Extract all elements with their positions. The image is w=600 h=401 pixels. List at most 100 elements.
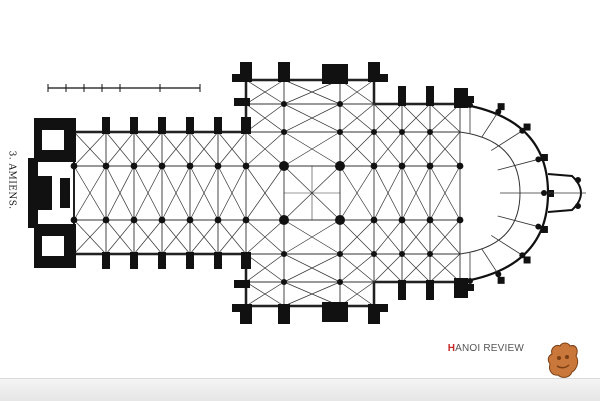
watermark-rest: ANOI REVIEW (455, 343, 524, 354)
pier (242, 162, 250, 170)
diagonal-rib (373, 131, 403, 167)
diagonal-rib (401, 253, 431, 283)
footer-bar (0, 378, 600, 401)
diagonal-rib (105, 219, 135, 255)
central-portal-jamb (60, 178, 70, 208)
buttress (214, 252, 222, 269)
buttress (130, 252, 138, 269)
diagonal-rib (245, 219, 285, 255)
pier (337, 251, 343, 257)
chevet-buttress (467, 96, 474, 103)
choir-buttress (426, 86, 434, 106)
diagonal-rib (339, 79, 375, 105)
transept-buttress (374, 304, 388, 312)
apse-radial-rib (481, 248, 499, 275)
pier (370, 216, 378, 224)
transept-buttress (232, 74, 246, 82)
apse-radial-rib (497, 215, 539, 228)
choir-buttress (426, 280, 434, 300)
buttress (186, 117, 194, 134)
apse-pier (495, 108, 502, 115)
diagonal-rib (373, 253, 403, 283)
diagonal-rib (283, 281, 341, 307)
buttress (158, 252, 166, 269)
diagonal-rib (401, 103, 431, 133)
diagonal-rib (401, 165, 431, 221)
diagonal-rib (133, 219, 163, 255)
pier (102, 216, 110, 224)
apse-chapels (459, 96, 586, 291)
pier (398, 162, 406, 170)
pier (337, 279, 343, 285)
diagonal-rib (429, 219, 461, 255)
diagonal-rib (339, 219, 375, 255)
apse-radial-rib (497, 158, 539, 171)
apse-pier (541, 190, 547, 196)
choir-buttress (454, 88, 468, 108)
choir-buttress (454, 278, 468, 298)
choir-buttress (398, 280, 406, 300)
diagonal-rib (401, 131, 431, 167)
diagonal-rib (283, 253, 341, 283)
pier (158, 162, 166, 170)
diagonal-rib (429, 253, 461, 283)
apse-pier (467, 278, 473, 284)
axial-chapel-pier (575, 203, 581, 209)
pier (130, 216, 138, 224)
diagonal-rib (429, 103, 461, 133)
chevet-buttress (497, 276, 505, 284)
chevet-buttress (523, 123, 531, 131)
pier (427, 251, 433, 257)
diagonal-rib (339, 253, 375, 283)
transept-buttress (278, 62, 290, 82)
diagonal-rib (373, 165, 403, 221)
diagonal-rib (339, 165, 375, 221)
choir-buttress (398, 86, 406, 106)
diagonal-rib (373, 103, 403, 133)
pier (426, 162, 434, 170)
diagonal-rib (245, 281, 285, 307)
diagonal-rib (189, 219, 219, 255)
pier (399, 129, 405, 135)
diagonal-rib (429, 131, 461, 167)
transept-buttress (232, 304, 246, 312)
diagonal-rib (217, 131, 247, 167)
diagonal-rib (105, 131, 135, 167)
pier (281, 279, 287, 285)
pier (337, 101, 343, 107)
diagonal-rib (217, 165, 247, 221)
pier (456, 162, 464, 170)
diagonal-rib (373, 219, 403, 255)
diagonal-rib (401, 219, 431, 255)
pier (281, 129, 287, 135)
pier (371, 251, 377, 257)
pier (214, 216, 222, 224)
apse-radial-rib (490, 130, 523, 151)
buttress (158, 117, 166, 134)
buttress (241, 117, 251, 134)
diagonal-rib (245, 79, 285, 105)
scale-bar (47, 84, 201, 92)
figure-caption: 3. AMIENS. (4, 120, 18, 240)
pier (456, 216, 464, 224)
pier (70, 216, 78, 224)
diagonal-rib (339, 103, 375, 133)
diagonal-rib (283, 219, 341, 255)
apse-pier (495, 271, 502, 278)
pier (281, 101, 287, 107)
chevet-buttress (540, 225, 548, 233)
diagonal-rib (245, 253, 285, 283)
hanoi-review-logo-icon (546, 340, 580, 380)
apse-radial-rib (490, 235, 523, 256)
axial-chapel-pier (575, 177, 581, 183)
diagonal-rib (283, 131, 341, 167)
diagonal-rib (339, 131, 375, 167)
diagonal-rib (161, 131, 191, 167)
pier (70, 162, 78, 170)
pier (426, 216, 434, 224)
diagonal-rib (133, 165, 163, 221)
pier (399, 251, 405, 257)
diagonal-rib (217, 219, 247, 255)
transept-buttress (374, 74, 388, 82)
